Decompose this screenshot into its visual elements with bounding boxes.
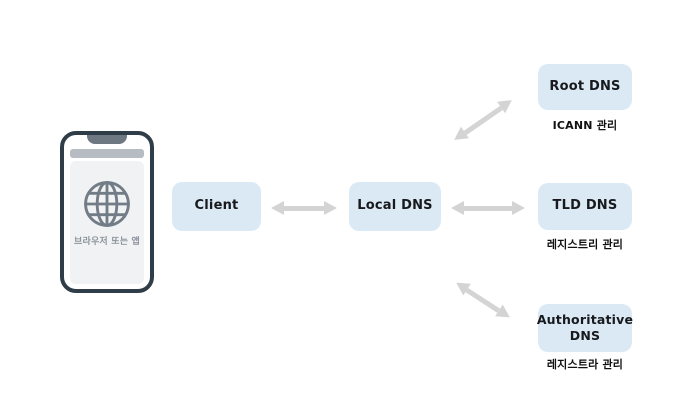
phone-notch [87,135,127,144]
arrowhead-right-icon [512,201,525,215]
arrow-bar [464,205,512,211]
arrow-bar [284,205,324,211]
node-tld-dns: TLD DNS [538,183,632,230]
arrowhead-right-icon [324,201,337,215]
arrow-localdns-tlddns [451,201,525,215]
arrow-bar [463,105,503,135]
arrow-client-localdns [271,201,337,215]
phone-address-bar [70,149,144,158]
arrowhead-left-icon [451,201,464,215]
arrow-localdns-authoritativedns [452,276,514,324]
node-client: Client [172,182,261,231]
caption-tld-dns: 레지스트리 관리 [546,238,624,251]
phone-caption: 브라우저 또는 앱 [73,237,141,247]
caption-root-dns: ICANN 관리 [552,119,618,132]
arrowhead-left-icon [271,201,284,215]
node-authoritative-dns: Authoritative DNS [537,304,633,352]
caption-authoritative-dns: 레지스트라 관리 [546,358,624,371]
globe-icon [84,181,130,227]
node-root-dns: Root DNS [538,64,632,110]
phone-illustration: 브라우저 또는 앱 [60,131,154,293]
arrow-localdns-rootdns [450,94,516,146]
node-local-dns: Local DNS [349,182,441,231]
phone-screen: 브라우저 또는 앱 [70,161,144,284]
arrow-bar [465,287,501,313]
